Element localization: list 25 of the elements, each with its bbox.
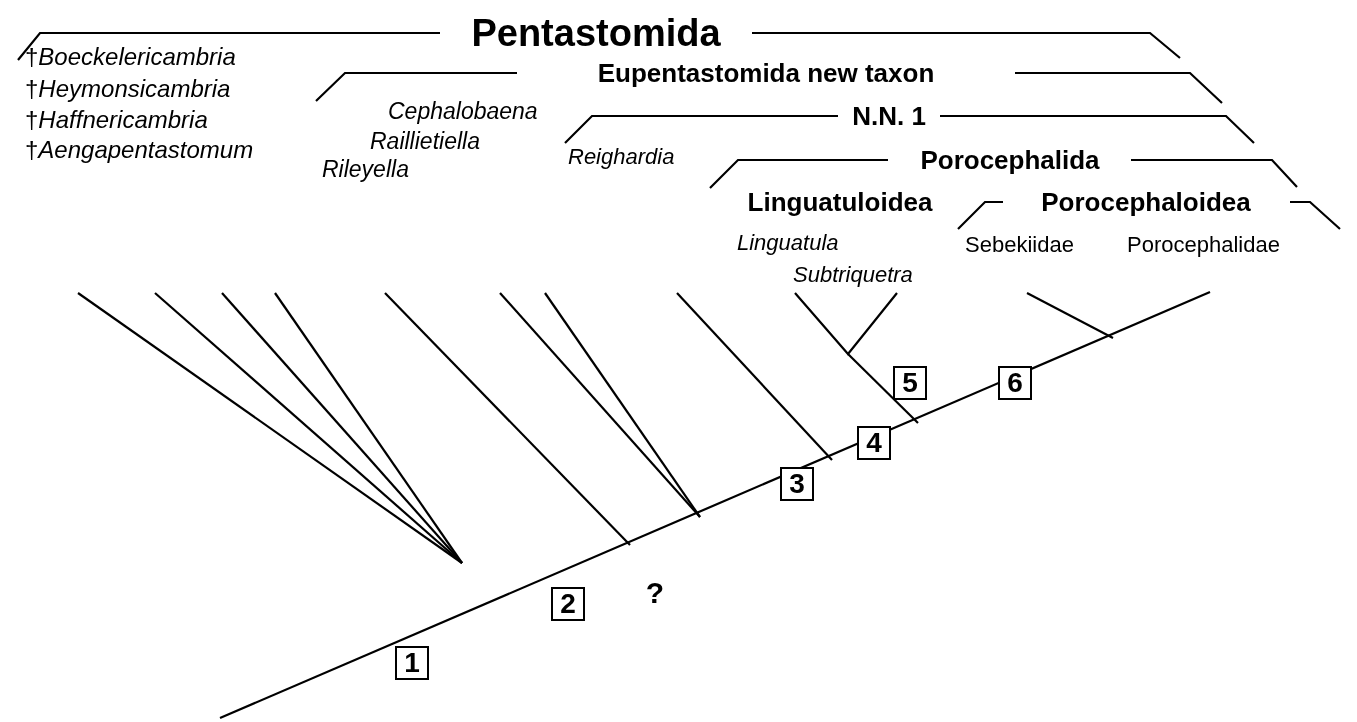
clade-name: N.N. 1 [852,103,926,129]
taxon-name: †Heymonsicambria [25,77,231,101]
clade-name: Pentastomida [471,14,721,52]
taxon-name: †Boeckelericambria [25,45,236,69]
numbered-box: 6 [998,366,1032,400]
numbered-box: 1 [395,646,429,680]
taxon-name: Raillietiella [370,130,480,153]
taxon-name: Cephalobaena [388,100,538,123]
clade-name: Eupentastomida new taxon [597,60,935,86]
numbered-box: 4 [857,426,891,460]
family-name: Sebekiidae [965,234,1074,256]
clade-name: Linguatuloidea [747,189,933,215]
taxon-name: Reighardia [568,146,675,168]
family-name: Porocephalidae [1127,234,1280,256]
clade-name: Porocephalida [920,147,1100,173]
taxon-name: †Haffnericambria [25,108,208,132]
numbered-box: 2 [551,587,585,621]
numbered-box: 3 [780,467,814,501]
taxon-name: Subtriquetra [793,264,913,286]
clade-name: Porocephaloidea [1041,189,1251,215]
taxon-name: †Aengapentastomum [25,138,254,162]
taxon-name: Linguatula [737,232,839,254]
question-mark: ? [645,578,665,608]
taxon-name: Rileyella [322,158,409,181]
numbered-box: 5 [893,366,927,400]
